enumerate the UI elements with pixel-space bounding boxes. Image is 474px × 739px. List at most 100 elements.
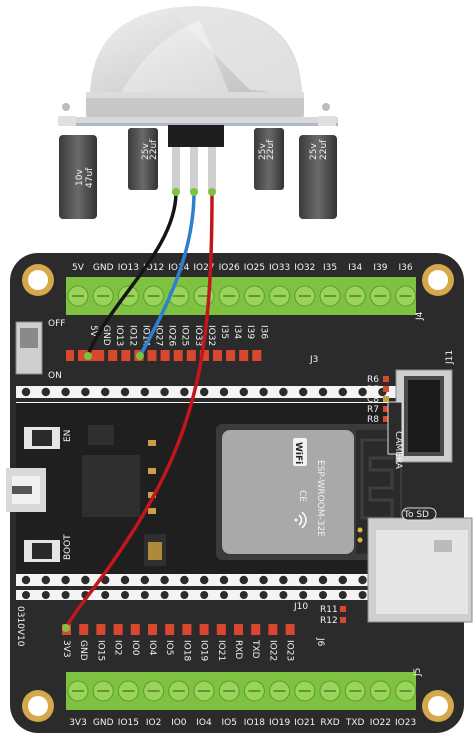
pin-hole (358, 575, 367, 585)
terminal-screw (269, 680, 291, 702)
top-terminal-label: IO27 (193, 263, 214, 273)
power-switch[interactable]: OFF ON (15, 319, 65, 381)
smd-labels: R6 R5 C8 R7 R8 (367, 375, 389, 425)
capacitor-right-outer: 25v 22uf (299, 135, 337, 219)
header-pin (95, 350, 105, 361)
pin-hole (279, 387, 288, 397)
pin-hole (120, 387, 130, 397)
pin-hole (160, 575, 169, 585)
top-header-id: J3 (309, 355, 318, 365)
bottom-terminal-label: IO22 (370, 718, 391, 728)
top-terminal-label: I39 (373, 263, 387, 273)
pin-hole (101, 591, 110, 599)
pin-hole (160, 591, 169, 599)
bottom-terminal-label: IO0 (171, 718, 187, 728)
terminal-screw (395, 680, 417, 702)
pin-hole (200, 591, 209, 599)
pin-hole (121, 591, 129, 599)
top-header-label: GND (101, 325, 111, 346)
camera-connector-id: J11 (445, 350, 455, 365)
pin-hole (220, 591, 228, 599)
pir-connector (168, 125, 224, 147)
bottom-terminal-label: IO15 (118, 718, 139, 728)
header-pin (148, 624, 157, 635)
terminal-screw (243, 680, 265, 702)
r12-label: R12 (320, 616, 338, 626)
top-terminal-label: IO26 (219, 263, 240, 273)
r11-label: R11 (320, 605, 338, 615)
camera-label: CAMERA (393, 431, 403, 470)
pin-hole (140, 591, 149, 599)
header-pin (213, 350, 222, 361)
header-pin (199, 350, 209, 361)
pin-hole (239, 591, 248, 599)
cap-voltage-label: 10v (75, 169, 85, 186)
header-pin (199, 624, 209, 635)
boot-button[interactable]: BOOT (24, 534, 73, 562)
module-name: ESP-WROOM-32E (315, 460, 325, 537)
header-pin (96, 624, 106, 635)
terminal-screw (92, 285, 114, 307)
pin-hole (239, 575, 248, 585)
pin-hole (299, 387, 308, 397)
top-terminal-label: I35 (323, 263, 337, 273)
pin-hole (81, 387, 90, 397)
pin-hole (200, 575, 209, 585)
top-terminal-label: IO33 (269, 263, 290, 273)
pin-hole (200, 387, 209, 397)
top-terminal-label: I36 (399, 263, 413, 273)
header-pin (121, 350, 131, 361)
bottom-header-label: GND (78, 640, 88, 661)
pin-hole (101, 387, 110, 397)
bottom-terminal-id: J5 (413, 668, 423, 677)
header-pin (160, 350, 170, 361)
top-terminal-label: IO13 (118, 263, 139, 273)
pin-hole (318, 575, 328, 585)
pin-hole (259, 387, 268, 397)
pin-hole (41, 575, 50, 585)
pin-hole (140, 575, 149, 585)
bottom-terminal-label: IO5 (221, 718, 236, 728)
bottom-header-label: IO21 (216, 640, 226, 661)
sd-card-slot[interactable]: To SD (367, 507, 473, 623)
pin-hole (299, 575, 308, 585)
pin-hole (358, 591, 367, 599)
terminal-screw (269, 285, 291, 307)
pin-hole (239, 387, 248, 397)
en-button[interactable]: EN (24, 427, 73, 449)
capacitor-right-inner: 25v 22uf (254, 128, 284, 190)
top-terminal-label: 5V (72, 263, 85, 273)
pin-hole (81, 575, 90, 585)
terminal-screw (344, 285, 366, 307)
header-pin (108, 350, 118, 361)
top-terminal-id: J4 (415, 311, 425, 321)
terminal-screw (193, 680, 215, 702)
pin-hole (259, 575, 268, 585)
terminal-screw (143, 285, 165, 307)
bottom-terminal-label: 3V3 (69, 718, 87, 728)
top-header-label: I36 (258, 325, 268, 339)
top-header-label: IO32 (206, 325, 216, 346)
top-terminal-label: IO25 (244, 263, 265, 273)
terminal-screw (243, 285, 265, 307)
svg-text:C8: C8 (367, 395, 379, 405)
header-pin (285, 624, 295, 635)
bottom-terminal-label: IO2 (146, 718, 161, 728)
cap-value-label: 22uf (149, 139, 159, 160)
header-pin (147, 350, 157, 361)
pin-hole (259, 591, 268, 599)
pin-hole (319, 591, 327, 599)
camera-connector[interactable]: J11 CAMERA (387, 350, 455, 470)
ce-mark: CE (297, 490, 307, 502)
pin-hole (180, 387, 189, 397)
header-pin (182, 624, 192, 635)
terminal-screw (117, 680, 139, 702)
top-terminal-label: IO14 (168, 263, 189, 273)
pir-sensor: 10v 47uf 25v 22uf 25v 22uf 25v 22uf (58, 6, 338, 219)
boot-label: BOOT (63, 534, 73, 560)
top-terminal-label: I34 (348, 263, 362, 273)
svg-text:R6: R6 (367, 375, 379, 385)
